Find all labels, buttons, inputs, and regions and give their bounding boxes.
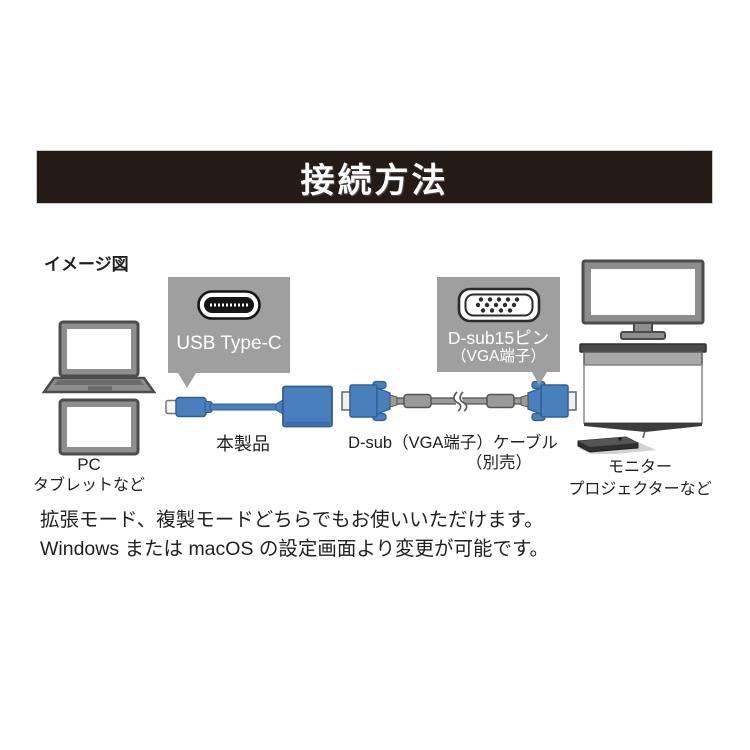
cable-label-line1: D-sub（VGA端子）ケーブル: [348, 434, 558, 452]
product-label: 本製品: [216, 434, 270, 454]
footer-note-line2: Windows または macOS の設定画面より変更が可能です。: [40, 538, 550, 560]
dsub-callout: D-sub15ピン （VGA端子）: [437, 277, 560, 385]
usbc-callout: USB Type-C: [168, 277, 290, 388]
cable-label-line2: （別売）: [466, 453, 532, 472]
cable-label: D-sub（VGA端子）ケーブル （別売）: [344, 434, 562, 474]
dsub-callout-label-line2: （VGA端子）: [451, 348, 546, 366]
vga-cable-icon: [341, 380, 577, 422]
usbc-callout-label: USB Type-C: [176, 333, 282, 354]
monitor-icon: [581, 259, 705, 340]
source-device-label: PC タブレットなど: [14, 454, 164, 497]
usbc-callout-pointer: [178, 373, 196, 388]
diagram-caption: イメージ図: [44, 255, 129, 274]
usbc-adapter-icon: [165, 385, 333, 428]
projector-screen-icon: [577, 343, 707, 454]
source-device-label-line2: タブレットなど: [32, 477, 145, 495]
output-device-label: モニター プロジェクターなど: [562, 457, 718, 500]
output-device-label-line2: プロジェクターなど: [568, 480, 712, 498]
dsub-callout-pointer: [532, 372, 547, 385]
tablet-icon: [58, 398, 140, 456]
footer-note: 拡張モード、複製モードどちらでもお使いいただけます。 Windows または m…: [40, 506, 549, 564]
page-title: 接続方法: [300, 161, 449, 200]
section-header-bar: 接続方法: [36, 150, 713, 204]
usbc-port-icon: [197, 290, 261, 320]
source-device-label-line1: PC: [77, 455, 101, 474]
dsub-callout-label-line1: D-sub15ピン: [447, 328, 550, 348]
footer-note-line1: 拡張モード、複製モードどちらでもお使いいただけます。: [40, 509, 544, 531]
vga-port-icon: [457, 287, 540, 323]
output-device-label-line1: モニター: [607, 459, 672, 476]
laptop-icon: [41, 320, 156, 394]
